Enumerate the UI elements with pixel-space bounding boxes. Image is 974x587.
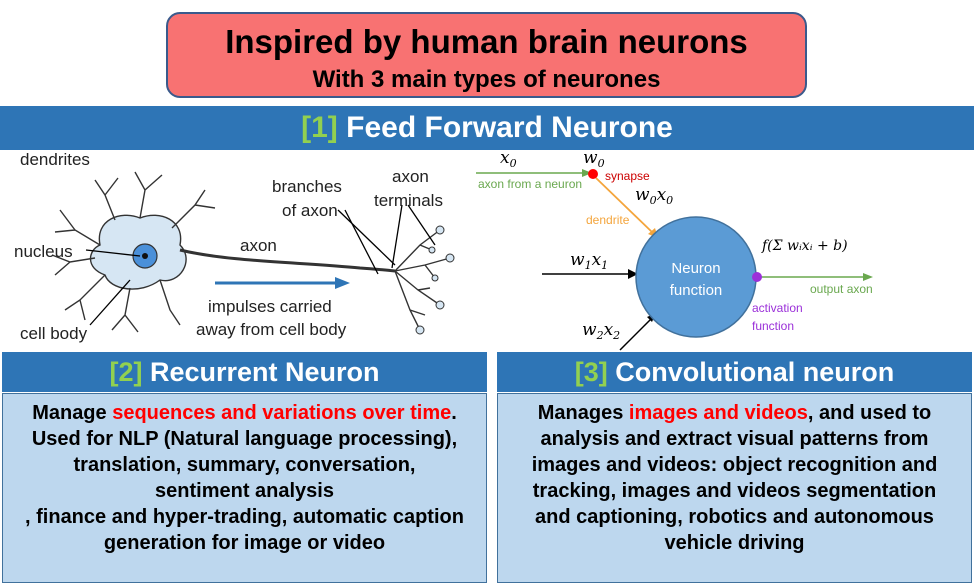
section-header-convolutional: [3] Convolutional neuron bbox=[497, 352, 972, 392]
label-dendrite: dendrite bbox=[586, 213, 630, 227]
svg-text:w2x2: w2x2 bbox=[582, 320, 620, 342]
title-banner: Inspired by human brain neurons With 3 m… bbox=[166, 12, 807, 98]
label-cell-body: cell body bbox=[20, 324, 88, 343]
desc-line: vehicle driving bbox=[664, 532, 805, 554]
highlight-text: sequences and variations over time bbox=[112, 402, 452, 424]
desc-line: sentiment analysis bbox=[155, 480, 334, 502]
label-neuron: Neuron bbox=[671, 260, 720, 277]
section-number: [2] bbox=[109, 357, 143, 387]
desc-line: analysis and extract visual patterns fro… bbox=[540, 428, 929, 450]
label-w2x2: w bbox=[582, 320, 597, 340]
section-header-feed-forward: [1] Feed Forward Neurone bbox=[0, 106, 974, 150]
label-formula: f(Σ wᵢxᵢ + b) bbox=[761, 238, 848, 254]
section-number: [1] bbox=[301, 111, 338, 144]
label-terminals-2: terminals bbox=[374, 191, 443, 210]
label-activation-2: function bbox=[752, 319, 794, 333]
convolutional-description: Manages images and videos, and used to a… bbox=[497, 393, 972, 583]
label-w0: w bbox=[583, 150, 598, 168]
label-w1x1: w bbox=[570, 250, 585, 270]
label-branches-2: of axon bbox=[282, 201, 338, 220]
desc-line: , finance and hyper-trading, automatic c… bbox=[25, 506, 464, 528]
desc-line: and captioning, robotics and autonomous bbox=[535, 506, 934, 528]
label-branches-1: branches bbox=[272, 177, 342, 196]
desc-line: generation for image or video bbox=[103, 532, 386, 554]
section-header-recurrent: [2] Recurrent Neuron bbox=[2, 352, 487, 392]
label-dendrites: dendrites bbox=[20, 150, 90, 169]
recurrent-description: Manage sequences and variations over tim… bbox=[2, 393, 487, 583]
label-terminals-1: axon bbox=[392, 167, 429, 186]
activation-dot bbox=[752, 272, 762, 282]
section-number: [3] bbox=[574, 357, 608, 387]
desc-line: images and videos: object recognition an… bbox=[531, 454, 938, 476]
desc-line: Manages images and videos, and used to bbox=[537, 402, 932, 424]
svg-text:w0: w0 bbox=[583, 150, 605, 170]
synapse-dot bbox=[588, 169, 598, 179]
label-impulse-1: impulses carried bbox=[208, 297, 332, 316]
highlight-text: images and videos bbox=[628, 402, 808, 424]
label-synapse: synapse bbox=[605, 169, 650, 183]
label-output-axon: output axon bbox=[810, 282, 873, 296]
axon-shape bbox=[179, 248, 396, 273]
desc-line: Manage sequences and variations over tim… bbox=[32, 402, 457, 424]
label-nucleus: nucleus bbox=[14, 242, 73, 261]
desc-line: Used for NLP (Natural language processin… bbox=[31, 428, 458, 450]
label-w0x0: w bbox=[635, 185, 650, 205]
label-x0: x bbox=[500, 150, 510, 168]
label-axon-from: axon from a neuron bbox=[478, 177, 582, 191]
desc-line: tracking, images and videos segmentation bbox=[532, 480, 937, 502]
label-activation-1: activation bbox=[752, 301, 803, 315]
page-title: Inspired by human brain neurons bbox=[225, 23, 748, 60]
artificial-neuron-diagram: x0 w0 w0x0 w1x1 w2x2 f(Σ wᵢxᵢ + b) axon … bbox=[476, 150, 873, 351]
label-neuron-function: function bbox=[670, 282, 723, 299]
neuron-body bbox=[635, 216, 757, 338]
svg-text:w0x0: w0x0 bbox=[635, 185, 673, 207]
section-label: Recurrent Neuron bbox=[149, 357, 380, 387]
section-label: Feed Forward Neurone bbox=[346, 111, 673, 144]
biological-neuron-diagram: dendrites nucleus cell body axon branche… bbox=[14, 150, 455, 343]
label-impulse-2: away from cell body bbox=[196, 320, 347, 339]
section-label: Convolutional neuron bbox=[615, 357, 895, 387]
svg-text:w1x1: w1x1 bbox=[570, 250, 608, 272]
page-subtitle: With 3 main types of neurones bbox=[312, 66, 661, 93]
desc-line: translation, summary, conversation, bbox=[73, 454, 416, 476]
svg-text:x0: x0 bbox=[500, 150, 517, 170]
label-axon: axon bbox=[240, 236, 277, 255]
